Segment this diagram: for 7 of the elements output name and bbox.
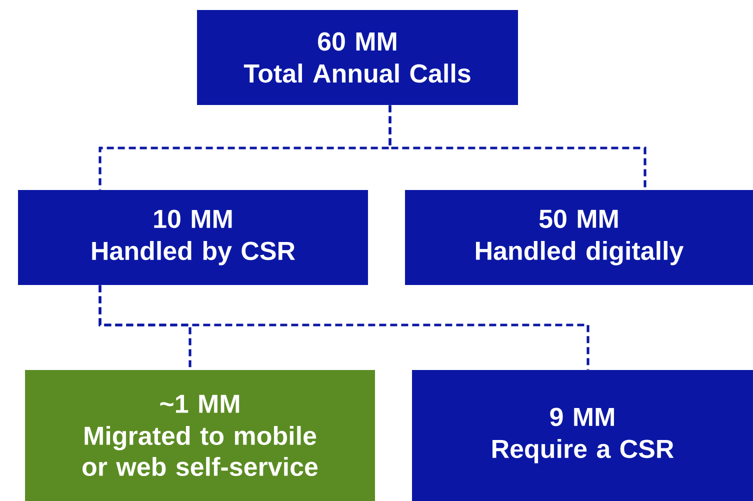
connector-line (98, 285, 590, 370)
connector-line (388, 105, 646, 190)
process-box: 60 MM Total Annual Calls (197, 10, 518, 105)
process-box: 10 MM Handled by CSR (18, 190, 368, 285)
process-box: ~1 MM Migrated to mobile or web self-service (25, 370, 375, 501)
process-box: 50 MM Handled digitally (405, 190, 753, 285)
process-box: 9 MM Require a CSR (412, 370, 753, 501)
